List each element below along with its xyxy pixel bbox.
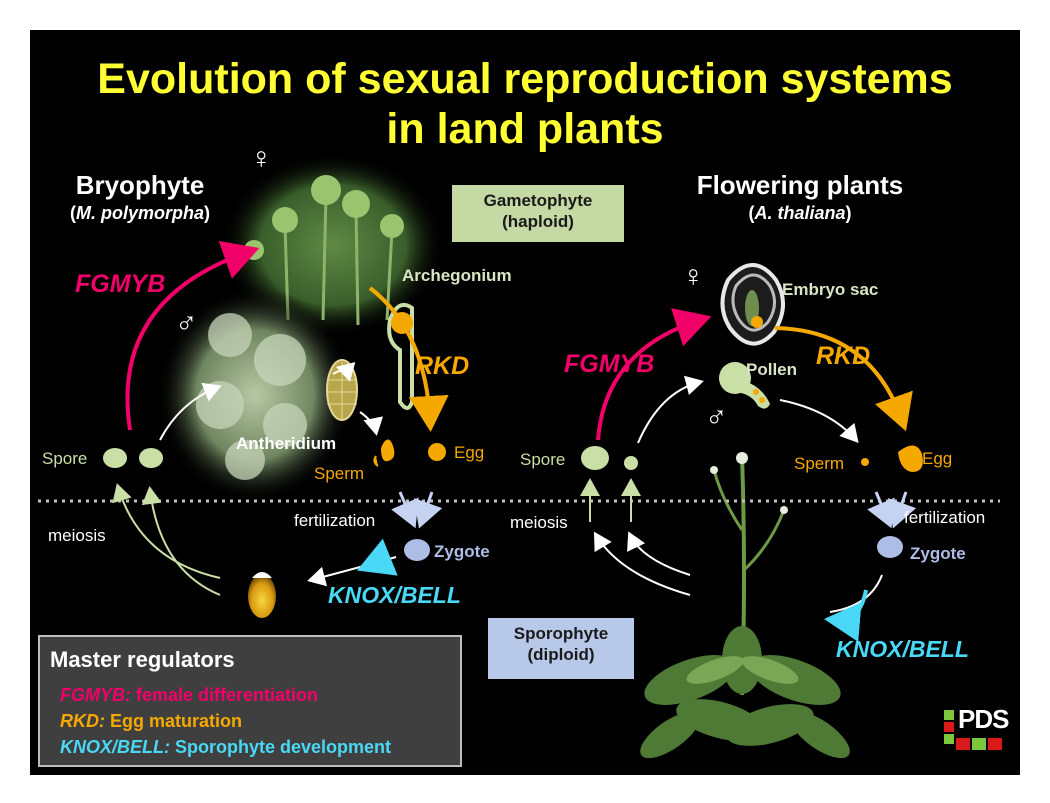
right-egg-label: Egg	[922, 449, 953, 468]
arrow-knox-bell-right	[824, 589, 868, 642]
female-symbol-left: ♀	[250, 142, 273, 175]
pds-logo-squares	[944, 710, 1002, 750]
bryophyte-species: (M. polymorpha)	[40, 203, 240, 224]
male-symbol-left: ♂	[175, 306, 198, 339]
left-spore-1	[103, 448, 127, 468]
arrow-meiosis-left-1	[112, 483, 221, 579]
arrow-fgmyb-right	[596, 308, 712, 441]
arrow-pollen-to-sperm	[779, 399, 859, 444]
legend-row-knox-bell: KNOX/BELL: Sporophyte development	[60, 737, 391, 758]
legend-gene-knox-bell: KNOX/BELL:	[60, 737, 170, 757]
embryo-sac-drawing	[720, 263, 785, 346]
arrow-right-sperm-fertilization	[867, 491, 895, 529]
arrow-rkd-left	[368, 286, 449, 432]
title-line-2: in land plants	[386, 105, 664, 153]
arrow-left-egg-fertilization	[413, 491, 443, 529]
arrow-fgmyb-left	[125, 241, 260, 431]
flowering-species-name: A. thaliana	[754, 203, 846, 223]
bryophyte-species-open: (	[69, 203, 76, 223]
gametophyte-label: Gametophyte	[483, 191, 593, 210]
right-egg-shape	[898, 445, 923, 472]
rkd-label-left: RKD	[415, 352, 470, 380]
right-spore-label: Spore	[520, 450, 566, 469]
legend-desc-fgmyb: female differentiation	[136, 685, 319, 705]
flowering-species: (A. thaliana)	[650, 203, 950, 224]
sporophyte-ploidy: (diploid)	[527, 645, 595, 664]
bryophyte-heading: Bryophyte	[75, 170, 205, 200]
arrow-plant-to-spore-right-2	[627, 531, 691, 576]
legend-desc-knox-bell: Sporophyte development	[175, 737, 392, 757]
flowering-species-close: )	[845, 203, 852, 223]
legend-desc-rkd: Egg maturation	[110, 711, 243, 731]
slide: Evolution of sexual reproduction systems…	[30, 30, 1020, 775]
right-zygote-shape	[877, 536, 903, 558]
legend-row-rkd: RKD: Egg maturation	[60, 711, 242, 732]
pollen-drawing	[719, 362, 770, 409]
knox-bell-label-left: KNOX/BELL	[328, 582, 461, 608]
right-meiosis-label: meiosis	[510, 513, 568, 532]
left-meiosis-label: meiosis	[48, 526, 106, 545]
bryophyte-sporophyte-drawing	[248, 572, 276, 618]
knox-bell-label-right: KNOX/BELL	[836, 636, 969, 662]
right-fertilization-label: fertilization	[904, 508, 986, 527]
arrow-left-sperm-fertilization	[391, 491, 419, 529]
title-line-1: Evolution of sexual reproduction systems	[97, 55, 953, 103]
left-fertilization-label: fertilization	[294, 511, 376, 530]
arrow-meiosis-left-2	[141, 486, 221, 596]
sporophyte-box: Sporophyte (diploid)	[488, 618, 634, 679]
archegonium-label: Archegonium	[402, 266, 512, 285]
right-sperm-dot	[861, 458, 869, 466]
bryophyte-species-name: M. polymorpha	[75, 203, 204, 223]
master-regulators-legend: Master regulators FGMYB: female differen…	[38, 635, 462, 767]
left-egg-label: Egg	[454, 443, 485, 462]
fgmyb-label-left: FGMYB	[75, 270, 166, 298]
antheridium-drawing	[326, 359, 358, 421]
right-spore-2	[624, 456, 638, 470]
bryophyte-species-close: )	[204, 203, 210, 223]
left-spore-label: Spore	[42, 449, 88, 468]
gametophyte-ploidy: (haploid)	[502, 212, 574, 231]
legend-gene-rkd: RKD:	[60, 711, 105, 731]
male-gametophyte-photo	[157, 287, 353, 503]
legend-gene-fgmyb: FGMYB:	[60, 685, 131, 705]
left-sperm-shape	[373, 439, 395, 467]
right-spore-1	[581, 446, 609, 470]
slide-title: Evolution of sexual reproduction systems…	[30, 54, 1020, 154]
arrow-spore-to-pollen	[637, 375, 704, 444]
arrow-knox-bell-left	[356, 538, 398, 576]
fgmyb-label-right: FGMYB	[564, 350, 655, 378]
pollen-label: Pollen	[746, 360, 798, 379]
arrow-thallus-to-antheridium	[332, 361, 356, 382]
left-zygote-shape	[404, 539, 430, 561]
arrow-rkd-right	[774, 326, 913, 432]
left-egg-shape	[428, 443, 446, 461]
female-symbol-right: ♀	[682, 260, 705, 293]
left-zygote-label: Zygote	[434, 542, 490, 561]
arrow-antheridium-to-sperm	[359, 411, 384, 436]
flowering-heading: Flowering plants	[696, 170, 904, 200]
arrow-zygote-to-plant	[829, 574, 883, 613]
right-zygote-label: Zygote	[910, 544, 966, 563]
arabidopsis-plant-drawing	[640, 452, 850, 759]
left-sperm-label: Sperm	[314, 464, 365, 483]
sporophyte-label: Sporophyte	[513, 624, 609, 643]
gametophyte-box: Gametophyte (haploid)	[452, 185, 624, 242]
arrow-plant-to-spore-right-1	[593, 531, 691, 596]
pds-logo: PDS	[958, 704, 1009, 734]
flowering-species-open: (	[748, 203, 755, 223]
legend-heading: Master regulators	[50, 647, 235, 672]
arrow-spore-to-male-left	[159, 382, 222, 441]
rkd-label-right: RKD	[816, 342, 871, 370]
embryo-sac-label: Embryo sac	[782, 280, 879, 299]
diagram-graphics	[38, 153, 1002, 759]
right-sperm-label: Sperm	[794, 454, 845, 473]
male-symbol-right: ♂	[705, 400, 728, 433]
arrow-right-egg-fertilization	[887, 491, 917, 529]
antheridium-label: Antheridium	[236, 434, 337, 453]
legend-row-fgmyb: FGMYB: female differentiation	[60, 685, 318, 706]
left-spore-2	[139, 448, 163, 468]
